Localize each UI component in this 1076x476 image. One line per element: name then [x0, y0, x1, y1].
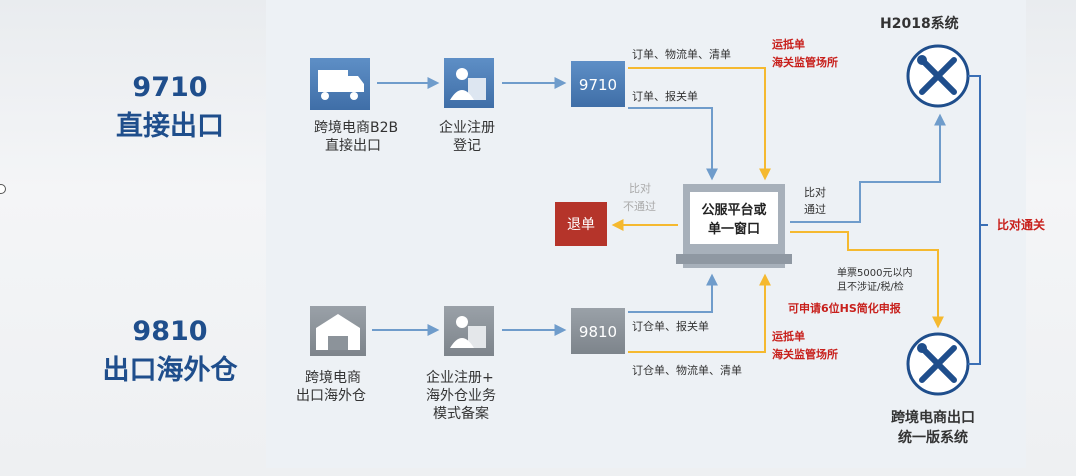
- arrow-pass-to-h2018: [790, 113, 946, 223]
- top-arrival-line2: 海关监管场所: [772, 55, 838, 69]
- top-register-line1: 企业注册: [439, 119, 495, 136]
- top-docs-upper: 订单、物流单、清单: [632, 47, 731, 61]
- left-label-overseas-warehouse: 出口海外仓: [102, 355, 238, 387]
- arrow-9810-docs-lower: [628, 273, 771, 353]
- truck-icon: [310, 58, 370, 110]
- reject-label: 退单: [567, 217, 595, 233]
- unified-line1: 跨境电商出口: [891, 409, 975, 426]
- arrow-9810-docs-upper: [628, 273, 718, 313]
- register-filing-icon: [444, 306, 494, 356]
- edge-handle: [0, 184, 6, 194]
- left-code-9710: 9710: [132, 72, 208, 103]
- left-title-9710: 9710 直接出口: [60, 68, 280, 146]
- simplified-declaration: 可申请6位HS简化申报: [788, 301, 902, 315]
- bottom-arrival-line2: 海关监管场所: [772, 347, 838, 361]
- register-user-icon: [444, 58, 494, 108]
- diagram-panel: [266, 0, 1026, 468]
- top-source-line1: 跨境电商B2B: [314, 120, 398, 136]
- h2018-tools-icon: [906, 44, 970, 108]
- bottom-register-line3: 模式备案: [433, 405, 489, 422]
- fail-line2: 不通过: [623, 200, 656, 213]
- bottom-docs-upper: 订仓单、报关单: [632, 319, 709, 333]
- top-docs-lower: 订单、报关单: [632, 89, 698, 103]
- bottom-register-line2: 海外仓业务: [426, 388, 496, 404]
- unified-system-tools-icon: [906, 332, 970, 396]
- h2018-label: H2018系统: [880, 15, 959, 32]
- pass-line1: 比对: [804, 185, 826, 199]
- bottom-arrival-line1: 运抵单: [772, 329, 805, 343]
- top-source-line2: 直接出口: [325, 137, 381, 154]
- arrow-9710-docs-upper: [628, 67, 771, 181]
- unified-line2: 统一版系统: [898, 429, 968, 446]
- arrow-9710-docs-lower: [628, 107, 718, 181]
- fail-line1: 比对: [629, 181, 651, 195]
- code-box-9810-label: 9810: [579, 323, 617, 341]
- code-box-9710: [571, 61, 625, 107]
- compare-clear-bracket: [968, 75, 981, 365]
- platform-line2: 单一窗口: [708, 221, 760, 237]
- warehouse-icon: [310, 306, 366, 356]
- left-title-9810: 9810 出口海外仓: [60, 312, 280, 390]
- bottom-register-line1: 企业注册+: [426, 369, 494, 386]
- reject-box: [555, 202, 607, 246]
- bottom-docs-lower: 订仓单、物流单、清单: [632, 363, 742, 377]
- pass-line2: 通过: [804, 203, 826, 216]
- top-register-line2: 登记: [453, 138, 481, 154]
- threshold-line2: 且不涉证/税/检: [837, 280, 904, 293]
- platform-line1: 公服平台或: [701, 202, 766, 218]
- threshold-line1: 单票5000元以内: [837, 266, 912, 279]
- left-code-9810: 9810: [132, 316, 208, 347]
- arrow-to-unified-system: [790, 231, 944, 329]
- code-box-9710-label: 9710: [579, 76, 617, 94]
- bottom-source-line2: 出口海外仓: [296, 388, 366, 404]
- compare-clear-label: 比对通关: [997, 217, 1045, 232]
- bottom-source-line1: 跨境电商: [305, 370, 361, 386]
- code-box-9810: [571, 308, 625, 354]
- platform-box: [676, 184, 792, 268]
- top-arrival-line1: 运抵单: [772, 37, 805, 51]
- left-label-direct-export: 直接出口: [116, 111, 224, 143]
